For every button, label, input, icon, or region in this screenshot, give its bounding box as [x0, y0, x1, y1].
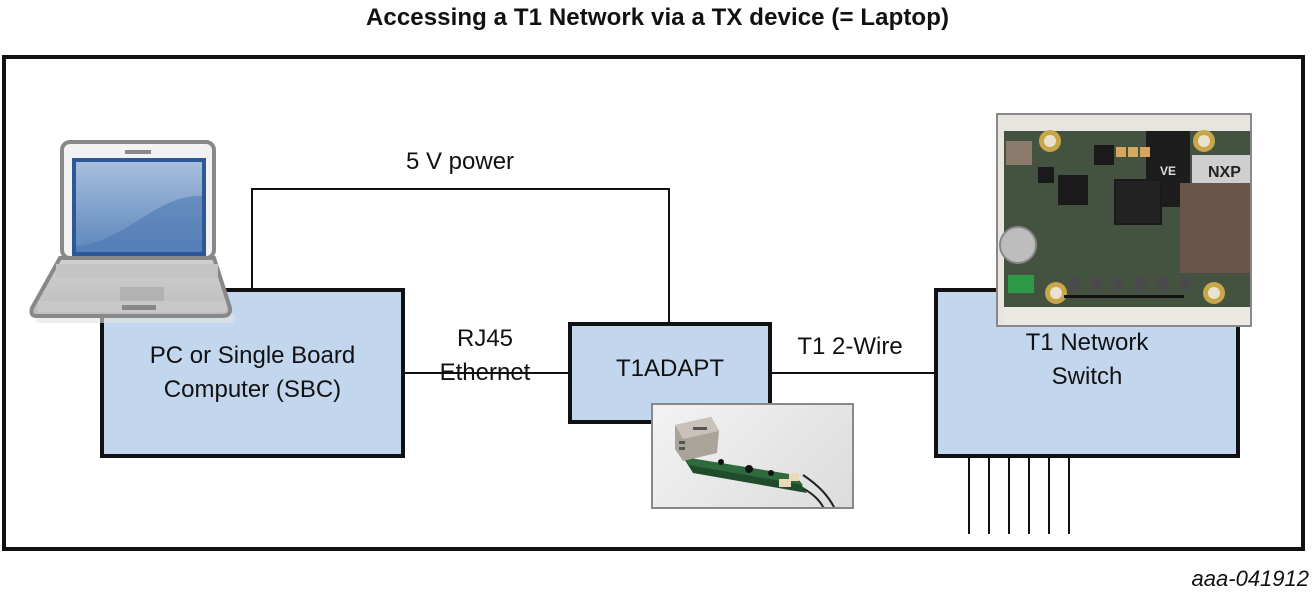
- t1adapt-photo: [651, 403, 854, 509]
- pc-sbc-label-line2: Computer (SBC): [163, 376, 342, 403]
- switch-port-line-6: [1068, 458, 1070, 534]
- nxp-logo-text: NXP: [1208, 164, 1241, 181]
- switch-port-line-5: [1048, 458, 1050, 534]
- diagram-title: Accessing a T1 Network via a TX device (…: [365, 4, 950, 31]
- switch-port-line-4: [1028, 458, 1030, 534]
- t1-switch-label-line2: Switch: [1051, 363, 1123, 390]
- t1-switch-label-line1: T1 Network: [1025, 329, 1149, 356]
- power-wire-left: [251, 188, 253, 290]
- switch-port-line-2: [988, 458, 990, 534]
- ethernet-label-line1: RJ45: [456, 325, 514, 352]
- t1adapt-label: T1ADAPT: [615, 355, 725, 382]
- power-wire-right: [668, 188, 670, 322]
- pc-sbc-label-line1: PC or Single Board: [149, 342, 356, 369]
- t1-switch-photo: VE NXP: [996, 113, 1252, 327]
- diagram-frame: [2, 55, 1305, 551]
- ethernet-label: RJ45 Ethernet: [400, 322, 570, 390]
- power-wire-top: [251, 188, 670, 190]
- switch-port-line-3: [1008, 458, 1010, 534]
- ethernet-label-line2: Ethernet: [439, 359, 531, 386]
- switch-port-line-1: [968, 458, 970, 534]
- t1-wire-label: T1 2-Wire: [797, 333, 903, 360]
- pc-sbc-box: PC or Single Board Computer (SBC): [100, 288, 405, 458]
- document-id: aaa-041912: [1191, 566, 1309, 591]
- laptop-icon: [26, 138, 236, 326]
- t1-wire: [770, 372, 938, 374]
- power-label: 5 V power: [405, 148, 515, 175]
- ethernet-wire: [403, 372, 571, 374]
- svg-text:VE: VE: [1160, 164, 1176, 178]
